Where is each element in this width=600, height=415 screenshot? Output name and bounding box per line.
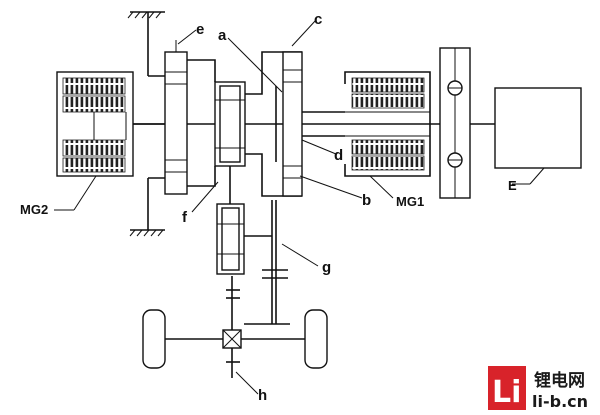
label-a: a	[218, 27, 227, 44]
ground-top	[127, 11, 165, 76]
engine-block	[494, 87, 582, 169]
wheel-right	[304, 309, 328, 369]
ground-bottom	[129, 178, 165, 237]
wheel-left	[142, 309, 166, 369]
countershaft-g	[244, 200, 290, 325]
gear-set-e	[148, 40, 216, 195]
watermark-url: li-b.cn	[532, 392, 588, 411]
label-e: e	[196, 21, 204, 38]
label-mg2: MG2	[20, 202, 48, 217]
torsional-damper	[439, 47, 471, 199]
mg2-motor	[56, 71, 134, 177]
label-d: d	[334, 147, 343, 164]
label-b: b	[362, 192, 371, 209]
watermark-logo: Li 锂电网 li-b.cn	[488, 366, 588, 411]
logo-letters: Li	[492, 375, 521, 410]
label-f: f	[182, 209, 188, 226]
label-c: c	[314, 11, 322, 28]
label-h: h	[258, 387, 267, 404]
gear-set-c	[245, 51, 345, 197]
drive-axle	[142, 276, 328, 378]
label-engine: E	[508, 178, 517, 193]
gear-f	[214, 81, 246, 275]
label-g: g	[322, 259, 331, 276]
watermark-title: 锂电网	[534, 370, 585, 391]
leader-lines	[54, 19, 545, 395]
mg1-motor	[340, 71, 431, 177]
label-mg1: MG1	[396, 194, 424, 209]
